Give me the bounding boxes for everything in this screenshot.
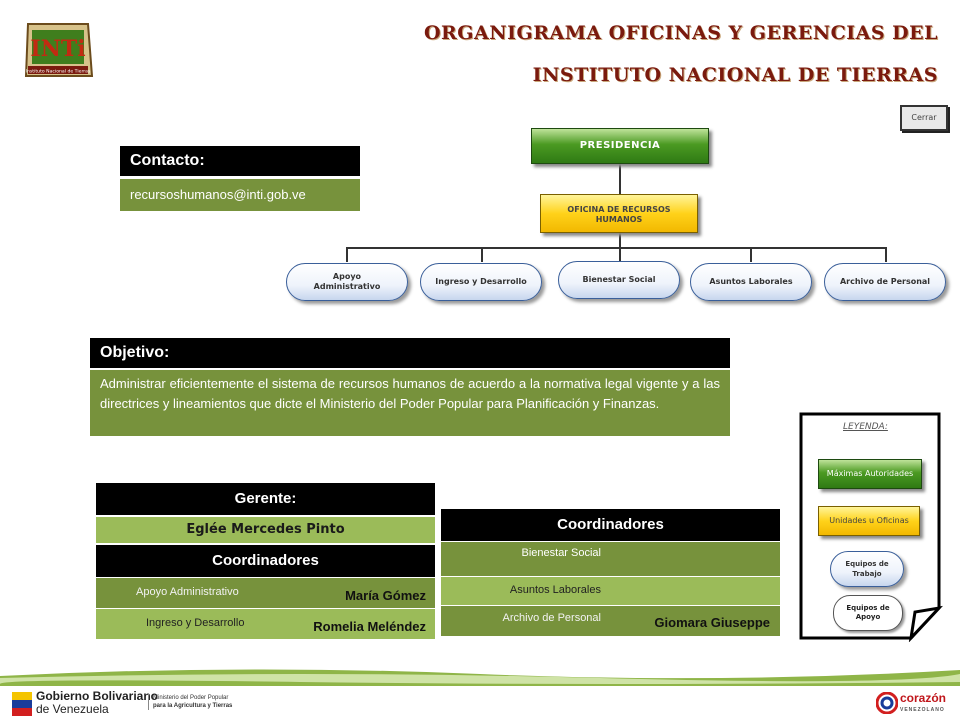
connector-horizontal-bus	[346, 247, 886, 249]
connector-unit-1	[346, 247, 348, 262]
coordinator-name: Giomara Giuseppe	[654, 615, 770, 630]
objective-text: Administrar eficientemente el sistema de…	[90, 370, 730, 436]
table-row: Ingreso y Desarrollo Romelia Meléndez	[96, 609, 435, 639]
unit-label: Ingreso y Desarrollo	[435, 277, 527, 286]
coordinator-area: Archivo de Personal	[502, 612, 601, 624]
unit-label: Asuntos Laborales	[709, 277, 793, 286]
gobierno-bolivariano-logo: Gobierno Bolivariano de Venezuela Minist…	[12, 690, 232, 718]
legend-work-line1: Equipos de	[845, 560, 889, 568]
org-node-unit-ingreso[interactable]: Ingreso y Desarrollo	[420, 263, 542, 301]
unit-label: Administrativo	[313, 282, 381, 291]
coordinators-header-left: Coordinadores	[96, 545, 435, 577]
table-row: Asuntos Laborales	[441, 577, 780, 605]
coordinator-name: Romelia Meléndez	[313, 619, 426, 634]
unit-label: Apoyo	[332, 272, 362, 281]
inti-logo: INTi Instituto Nacional de Tierras	[22, 18, 94, 82]
legend-work-teams: Equipos de Trabajo	[830, 551, 904, 587]
connector-unit-4	[750, 247, 752, 262]
heart-icon	[876, 692, 898, 714]
unit-label: Archivo de Personal	[839, 277, 931, 286]
org-node-unit-archivo[interactable]: Archivo de Personal	[824, 263, 946, 301]
legend-title: LEYENDA:	[843, 422, 888, 432]
legend-max-authorities: Máximas Autoridades	[818, 459, 922, 489]
page-title-line1: ORGANIGRAMA OFICINAS Y GERENCIAS DEL	[423, 22, 938, 44]
gobierno-line1: Gobierno Bolivariano	[36, 689, 159, 703]
coordinator-area: Ingreso y Desarrollo	[146, 617, 245, 629]
contact-email[interactable]: recursoshumanos@inti.gob.ve	[120, 179, 360, 211]
legend-units-offices: Unidades u Oficinas	[818, 506, 920, 536]
brand-subtext: VENEZOLANO	[900, 707, 945, 713]
org-node-hr-office[interactable]: OFICINA DE RECURSOS HUMANOS	[540, 194, 698, 233]
connector-unit-5	[885, 247, 887, 262]
org-node-presidency[interactable]: PRESIDENCIA	[531, 128, 709, 164]
connector-presidency-office	[619, 164, 621, 194]
org-node-hr-office-line1: OFICINA DE RECURSOS	[567, 205, 671, 214]
legend-support-line2: Apoyo	[855, 613, 881, 621]
legend-work-line2: Trabajo	[852, 570, 882, 578]
org-node-hr-office-line2: HUMANOS	[595, 215, 643, 224]
ministry-line1: Ministerio del Poder Popular	[153, 695, 229, 701]
brand-text: corazón	[900, 691, 947, 705]
footer-band	[0, 660, 960, 720]
table-row: Bienestar Social	[441, 542, 780, 576]
close-button[interactable]: Cerrar	[900, 105, 948, 131]
table-row: Archivo de Personal Giomara Giuseppe	[441, 606, 780, 636]
coordinator-area: Bienestar Social	[521, 547, 602, 559]
org-node-unit-bienestar[interactable]: Bienestar Social	[558, 261, 680, 299]
corazon-venezolano-logo: corazón VENEZOLANO	[876, 690, 948, 716]
connector-unit-2	[481, 247, 483, 262]
page-title-line2: INSTITUTO NACIONAL DE TIERRAS	[532, 64, 938, 86]
connector-office-bus	[619, 233, 621, 248]
ministry-line2: para la Agricultura y Tierras	[153, 703, 233, 709]
objective-label: Objetivo:	[90, 338, 730, 368]
manager-header: Gerente:	[96, 483, 435, 515]
logo-text: INTi	[30, 36, 85, 62]
coordinator-area: Asuntos Laborales	[509, 584, 601, 596]
coordinators-header-right: Coordinadores	[441, 509, 780, 541]
legend-support-line1: Equipos de	[846, 604, 890, 612]
coordinator-name: María Gómez	[345, 588, 426, 603]
contact-label: Contacto:	[120, 146, 360, 176]
connector-unit-3	[619, 247, 621, 262]
unit-label: Bienestar Social	[582, 275, 656, 284]
logo-subtitle: Instituto Nacional de Tierras	[26, 69, 91, 75]
org-node-unit-asuntos[interactable]: Asuntos Laborales	[690, 263, 812, 301]
manager-name: Eglée Mercedes Pinto	[96, 517, 435, 543]
coordinator-area: Apoyo Administrativo	[136, 586, 239, 598]
table-row: Apoyo Administrativo María Gómez	[96, 578, 435, 608]
venezuela-flag-icon	[12, 692, 32, 716]
gobierno-line2: de Venezuela	[36, 702, 109, 716]
